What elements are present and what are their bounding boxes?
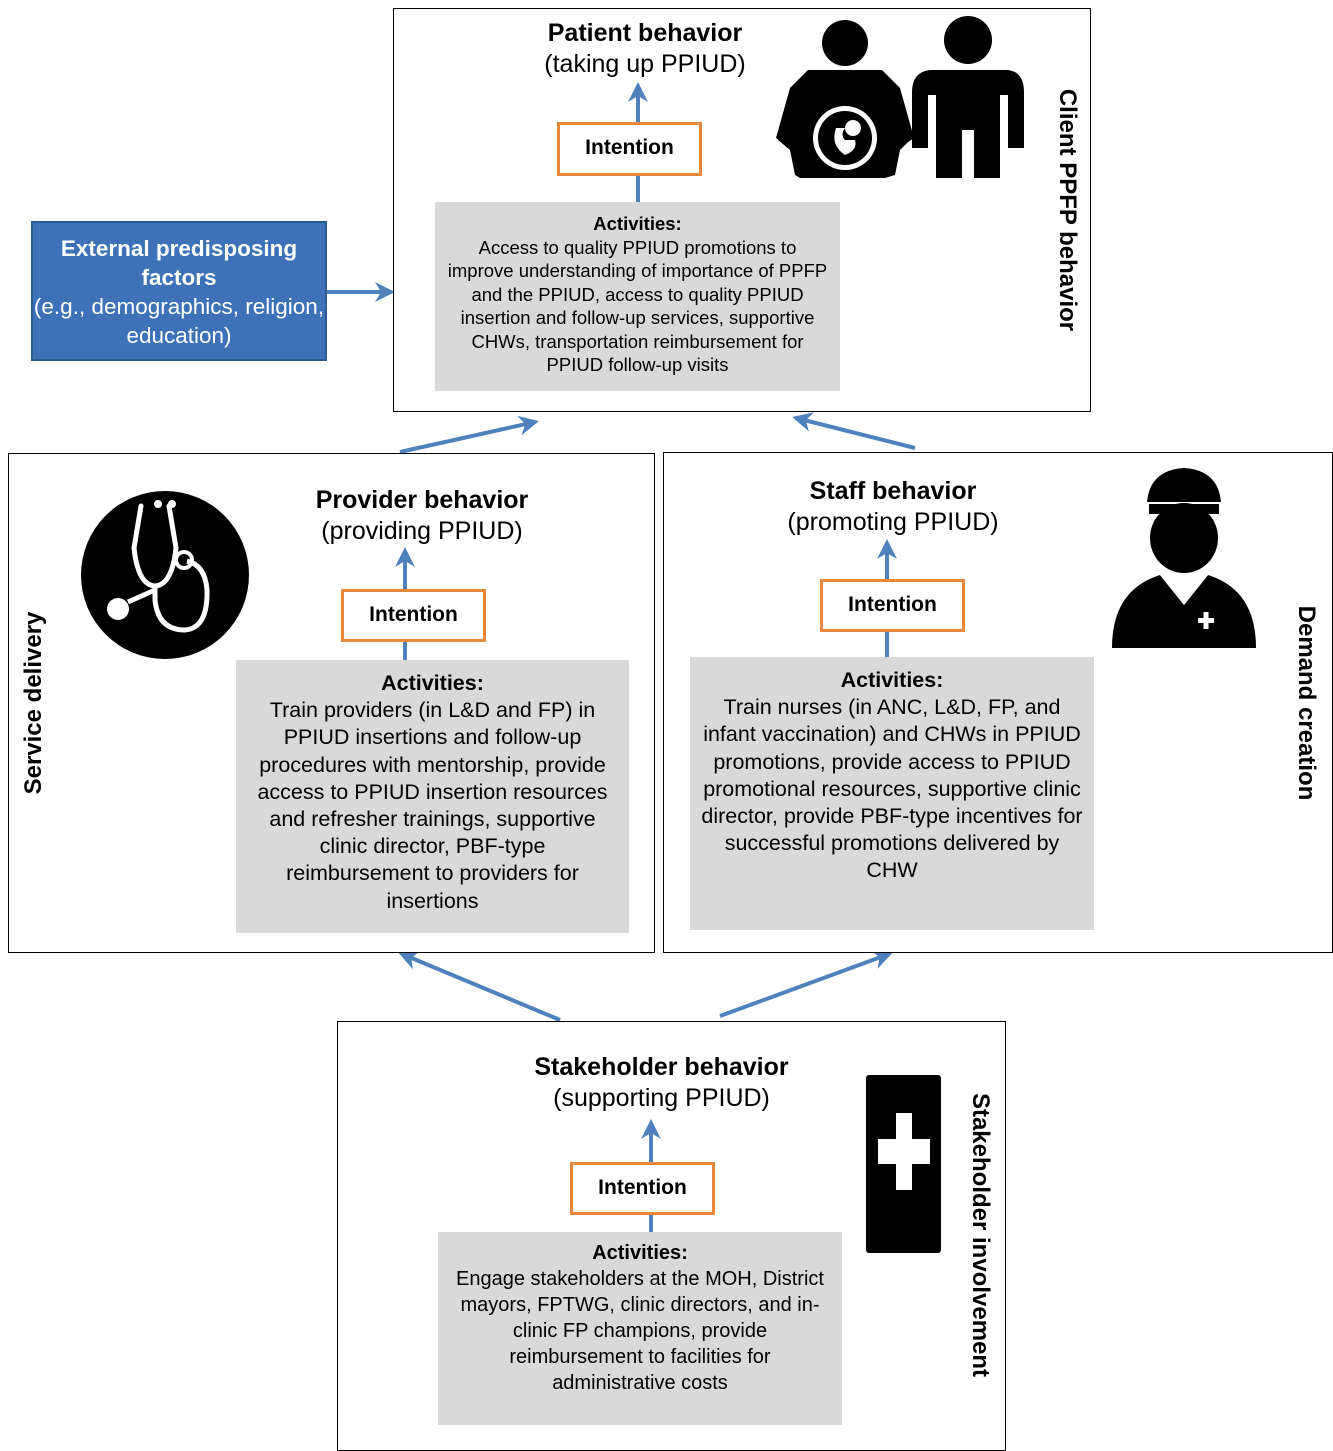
nurse-icon: [1112, 468, 1256, 648]
staff-behavior-title: Staff behavior: [809, 477, 977, 505]
external-factors-title: External predisposing factors: [60, 236, 298, 290]
provider-behavior-subtitle: (providing PPIUD): [321, 517, 523, 545]
staff-title: Staff behavior (promoting PPIUD): [743, 476, 1043, 538]
staff-activities-text: Train nurses (in ANC, L&D, FP, and infan…: [701, 695, 1083, 883]
provider-title: Provider behavior (providing PPIUD): [272, 485, 572, 547]
stakeholder-activities-box: Activities: Engage stakeholders at the M…: [438, 1232, 842, 1425]
client-title: Patient behavior (taking up PPIUD): [490, 18, 800, 80]
provider-intention-box: Intention: [341, 589, 486, 642]
client-activities-text: Access to quality PPIUD promotions to im…: [447, 236, 828, 376]
provider-activities-box: Activities: Train providers (in L&D and …: [236, 660, 629, 933]
provider-activities-heading: Activities:: [381, 671, 484, 695]
client-activities-box: Activities: Access to quality PPIUD prom…: [435, 202, 840, 391]
client-intention-box: Intention: [557, 122, 702, 176]
client-behavior-title: Patient behavior: [547, 19, 743, 47]
pregnant-woman-icon: [776, 20, 914, 178]
arrow-provider-to-client: [399, 415, 539, 454]
medical-cross-icon: [866, 1075, 941, 1253]
arrow-stakeholder-to-provider: [398, 950, 561, 1022]
stakeholder-activities-text: Engage stakeholders at the MOH, District…: [456, 1268, 824, 1394]
arrow-staff-to-client: [792, 412, 916, 450]
provider-behavior-title: Provider behavior: [315, 486, 529, 514]
staff-activities-heading: Activities:: [840, 668, 944, 692]
stakeholder-behavior-title: Stakeholder behavior: [534, 1053, 789, 1081]
stakeholder-title: Stakeholder behavior (supporting PPIUD): [500, 1052, 823, 1114]
client-behavior-subtitle: (taking up PPIUD): [544, 50, 746, 78]
stethoscope-icon: [81, 491, 249, 659]
staff-activities-box: Activities: Train nurses (in ANC, L&D, F…: [690, 657, 1094, 930]
stakeholder-intention-box: Intention: [570, 1162, 715, 1215]
man-icon: [912, 16, 1024, 178]
staff-behavior-subtitle: (promoting PPIUD): [787, 508, 999, 536]
external-factors-box: External predisposing factors (e.g., dem…: [31, 221, 327, 361]
staff-intention-box: Intention: [820, 579, 965, 632]
stakeholder-behavior-subtitle: (supporting PPIUD): [553, 1084, 770, 1112]
stakeholder-activities-heading: Activities:: [592, 1242, 688, 1264]
external-factors-text: (e.g., demographics, religion, education…: [33, 294, 325, 348]
client-activities-heading: Activities:: [593, 213, 682, 234]
provider-activities-text: Train providers (in L&D and FP) in PPIUD…: [257, 698, 608, 913]
arrow-stakeholder-to-staff: [719, 950, 893, 1018]
